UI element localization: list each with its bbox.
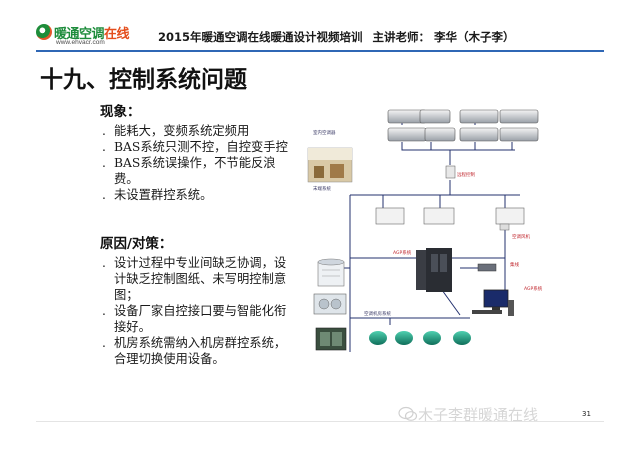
label-agp-system-pc: AGP系统 — [524, 287, 543, 292]
indoor-unit-icon — [387, 109, 539, 142]
label-plant-system: 空调机房系统 — [364, 312, 391, 317]
brand-logo: 暖通空调在线 www.ehvacr.com — [36, 24, 144, 48]
logo-url: www.ehvacr.com — [56, 39, 105, 46]
causes-heading: 原因/对策： — [100, 236, 173, 252]
list-item: .设备厂家自控接口要与智能化衔接好。 — [102, 304, 287, 334]
room-photo-icon — [307, 147, 353, 183]
course-name: 2015年暖通空调在线暖通设计视频培训 — [158, 30, 363, 44]
pump-icon — [369, 331, 471, 345]
list-item: .机房系统需纳入机房群控系统，合理切换使用设备。 — [102, 336, 287, 366]
course-title: 2015年暖通空调在线暖通设计视频培训主讲老师： 李华（木子李） — [158, 29, 515, 45]
control-cabinet-icon — [416, 248, 452, 292]
causes-list: .设计过程中专业间缺乏协调，设计缺乏控制图纸、未写明控制意图； .设备厂家自控接… — [100, 255, 292, 367]
label-terminal-system: 末端系统 — [313, 187, 331, 192]
remote-controller-icon — [445, 165, 456, 179]
computer-workstation-icon — [472, 289, 514, 316]
causes-section: 原因/对策： .设计过程中专业间缺乏协调，设计缺乏控制图纸、未写明控制意图； .… — [100, 232, 292, 367]
symptoms-heading: 现象： — [100, 104, 141, 120]
label-hub: 集线 — [510, 263, 519, 268]
logo-emblem-icon — [36, 24, 52, 40]
control-system-diagram: 室内空调器 末端系统 远程控制 空调风机 AGP系统 集线 空调机房系统 AGP… — [300, 100, 560, 370]
slide-header: 暖通空调在线 www.ehvacr.com 2015年暖通空调在线暖通设计视频培… — [0, 0, 640, 52]
symptoms-section: 现象： .能耗大，变频系统定频用 .BAS系统只测不控，自控变手控 .BAS系统… — [100, 100, 292, 203]
symptoms-list: .能耗大，变频系统定频用 .BAS系统只测不控，自控变手控 .BAS系统误操作，… — [100, 123, 292, 203]
label-remote-control: 远程控制 — [457, 173, 475, 178]
header-divider — [36, 50, 604, 52]
footer-divider — [36, 421, 604, 422]
slide-title: 十九、控制系统问题 — [40, 67, 247, 93]
diagram-graphic — [307, 109, 539, 352]
wechat-icon — [398, 406, 418, 421]
page-number: 31 — [582, 410, 591, 418]
lecturer-name: 主讲老师： 李华（木子李） — [372, 30, 515, 44]
list-item: .未设置群控系统。 — [102, 188, 213, 202]
plant-unit-icon — [315, 327, 347, 351]
list-item: .能耗大，变频系统定频用 — [102, 124, 250, 138]
label-agp-system: AGP系统 — [393, 251, 412, 256]
logo-wordmark: 暖通空调在线 — [54, 27, 130, 42]
label-air-handler: 空调风机 — [512, 235, 530, 240]
cooling-tower-icon — [317, 258, 345, 287]
label-indoor-units: 室内空调器 — [313, 131, 336, 136]
list-item: .BAS系统只测不控，自控变手控 — [102, 140, 288, 154]
air-handler-icon — [375, 207, 525, 231]
chiller-icon — [313, 293, 347, 315]
watermark: 木子李群暖通在线 — [418, 406, 539, 424]
list-item: .BAS系统误操作，不节能反浪费。 — [102, 156, 276, 186]
list-item: .设计过程中专业间缺乏协调，设计缺乏控制图纸、未写明控制意图； — [102, 256, 287, 302]
network-hub-icon — [477, 263, 497, 272]
